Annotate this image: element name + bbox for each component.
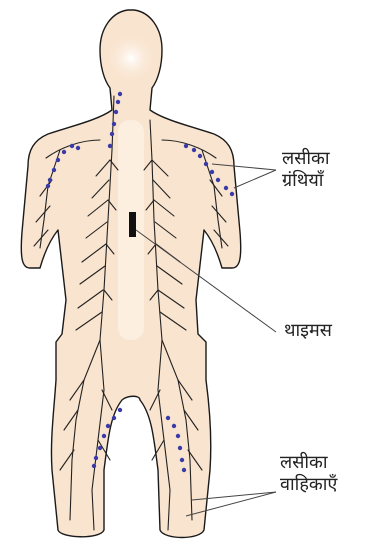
thymus-bar-mark bbox=[129, 212, 136, 237]
label-lymph-vessels-line2: वाहिकाएँ bbox=[280, 474, 337, 496]
head-highlight bbox=[105, 32, 157, 84]
label-lymph-nodes-line1: लसीका bbox=[282, 148, 330, 170]
label-lymph-nodes-line2: ग्रंथियाँ bbox=[282, 170, 330, 192]
label-lymph-vessels: लसीका वाहिकाएँ bbox=[280, 452, 337, 496]
label-lymph-nodes: लसीका ग्रंथियाँ bbox=[282, 148, 330, 192]
label-lymph-vessels-line1: लसीका bbox=[280, 452, 337, 474]
label-thymus: थाइमस bbox=[284, 320, 332, 342]
